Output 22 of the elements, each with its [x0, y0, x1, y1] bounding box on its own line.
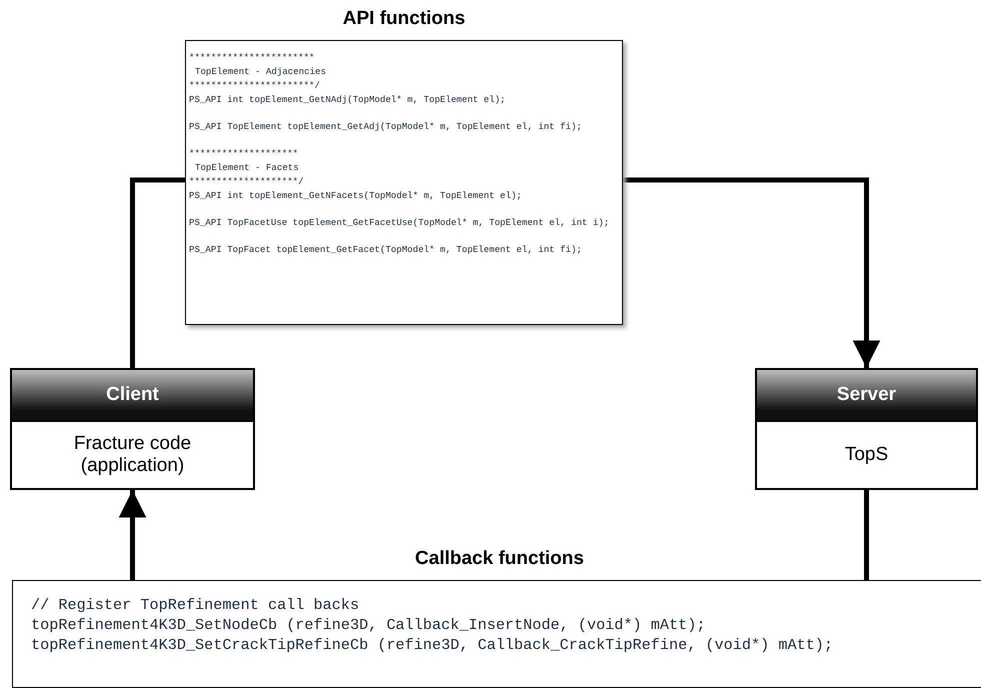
code-line: PS_API TopFacetUse topElement_GetFacetUse(TopModel* m, TopElement el, int i);: [189, 216, 610, 230]
header-bar: Client: [10, 368, 255, 422]
code-line: PS_API TopElement topElement_GetAdj(TopModel* m, TopElement el, int fi);: [189, 120, 582, 134]
arrow: [623, 178, 880, 368]
module-label: TopS: [844, 444, 888, 466]
code-line: // Register TopRefinement call backs: [31, 595, 360, 615]
code-line: ***********************: [189, 51, 315, 65]
code-line: TopElement - Adjacencies: [194, 65, 326, 79]
code-line: PS_API int topElement_GetNAdj(TopModel* m, TopElement el);: [189, 93, 506, 107]
code-line: ********************: [189, 147, 298, 161]
header-bar: Server: [755, 368, 978, 422]
code-line: TopElement - Facets: [194, 161, 299, 175]
code-line: ********************/: [189, 175, 304, 189]
code-line: PS_API TopFacet topElement_GetFacet(TopModel* m, TopElement el, int fi);: [189, 243, 582, 257]
code-line: topRefinement4K3D_SetCrackTipRefineCb (refine3D, Callback_CrackTipRefine, (void*) mAtt);: [31, 635, 834, 655]
connector-line: [130, 178, 185, 368]
code-line: topRefinement4K3D_SetNodeCb (refine3D, Callback_InsertNode, (void*) mAtt);: [31, 615, 706, 635]
module-label: Fracture code (application): [72, 433, 192, 477]
arrow: [118, 490, 146, 580]
code-line: PS_API int topElement_GetNFacets(TopModel* m, TopElement el);: [189, 189, 522, 203]
connector-line: [864, 490, 869, 580]
code-line: ***********************/: [189, 79, 320, 93]
